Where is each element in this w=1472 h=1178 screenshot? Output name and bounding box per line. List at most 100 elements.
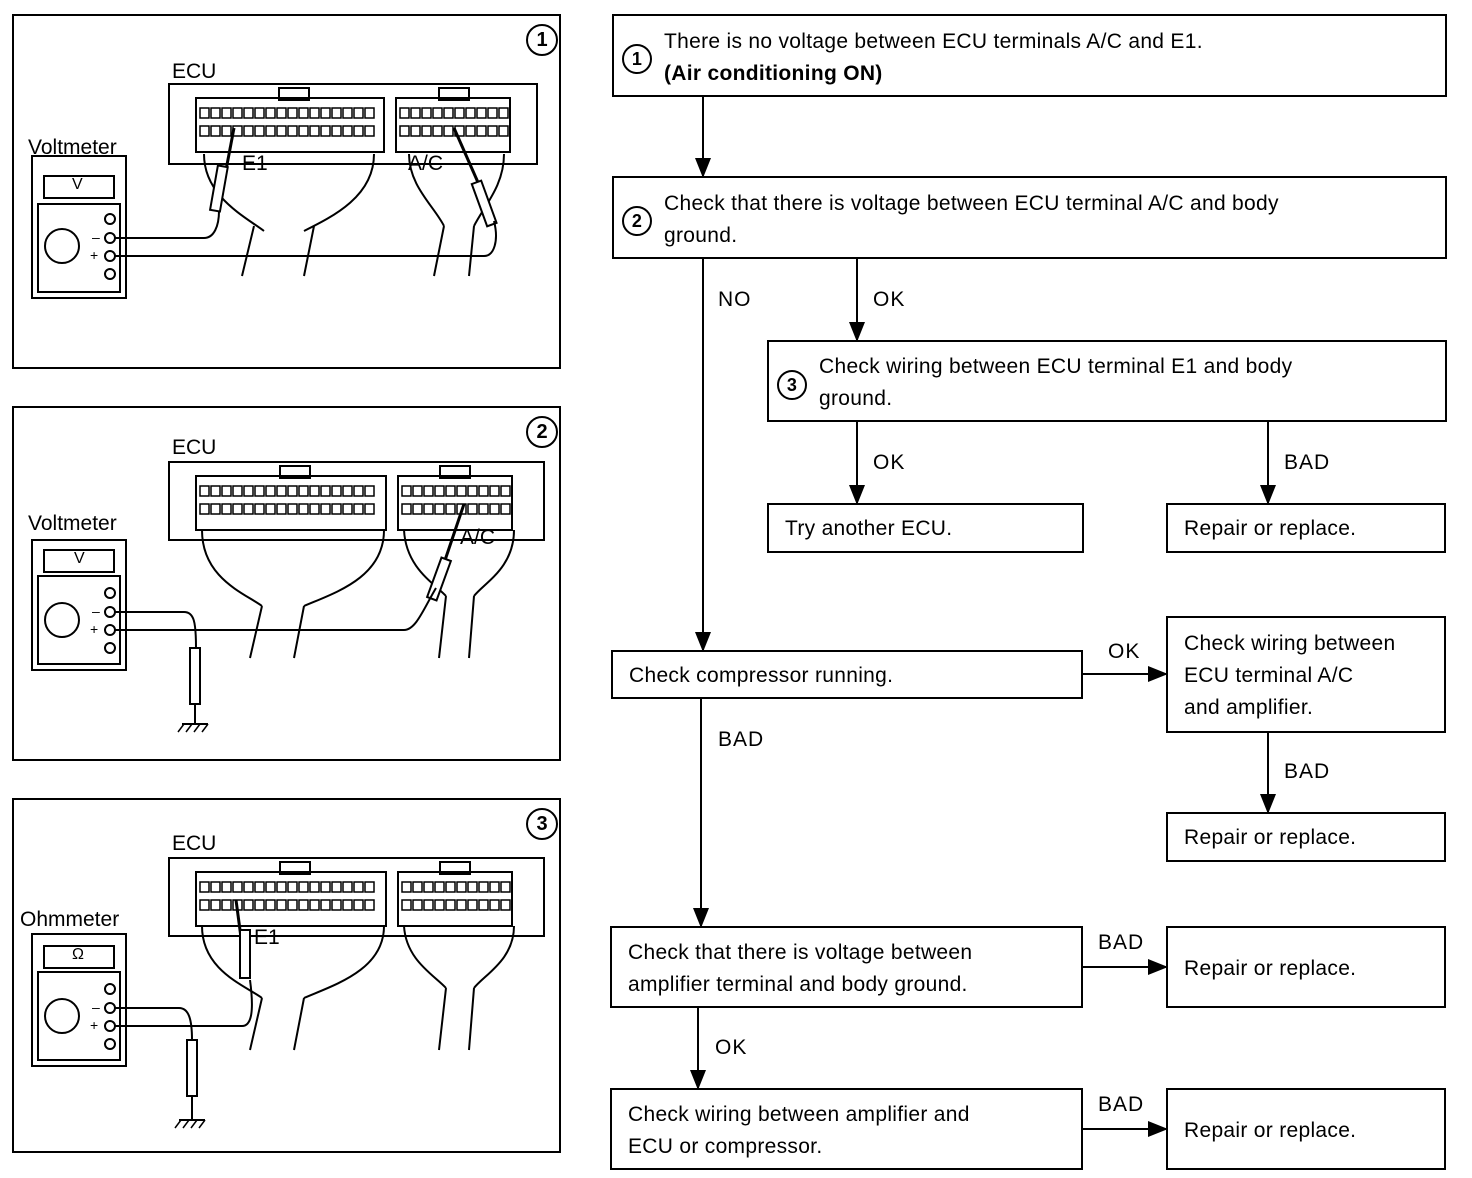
connector-pin: [210, 503, 221, 515]
connector-pin: [254, 899, 265, 911]
panel-2-illustration: – +: [31, 461, 545, 733]
connector-pin: [467, 503, 478, 515]
label-ok-step2: OK: [873, 288, 906, 311]
connector-pin: [443, 107, 454, 119]
connector-pin: [331, 107, 342, 119]
panel-3-meter-symbol: Ω: [72, 946, 84, 963]
label-no: NO: [718, 288, 752, 311]
step-3-box: 3 Check wiring between ECU terminal E1 a…: [767, 340, 1447, 422]
connector-pin: [232, 881, 243, 893]
connector-pin: [423, 881, 434, 893]
connector-pin: [199, 899, 210, 911]
connector-pin: [443, 125, 454, 137]
connector-pin: [489, 485, 500, 497]
connector-pin: [309, 503, 320, 515]
connector-pin: [232, 107, 243, 119]
label-ok-step3: OK: [873, 451, 906, 474]
connector-pin: [243, 125, 254, 137]
connector-pin: [410, 125, 421, 137]
connector-pin: [401, 881, 412, 893]
connector-pin: [243, 881, 254, 893]
connector-pin: [210, 899, 221, 911]
repair-box-3: Repair or replace.: [1166, 926, 1446, 1008]
connector-pin: [364, 503, 375, 515]
amp-voltage-line2: amplifier terminal and body ground.: [628, 973, 968, 996]
connector-pin: [309, 125, 320, 137]
label-bad-compressor: BAD: [718, 728, 765, 751]
connector-pin: [500, 485, 511, 497]
connector-pin: [342, 503, 353, 515]
step-2-number: 2: [622, 206, 652, 236]
connector-pin: [221, 125, 232, 137]
connector-pin: [434, 503, 445, 515]
connector-pin: [498, 107, 509, 119]
connector-pin: [456, 881, 467, 893]
connector-pin: [423, 899, 434, 911]
connector-pin: [445, 899, 456, 911]
connector-pin: [434, 899, 445, 911]
connector-pin: [243, 503, 254, 515]
label-bad-wiring-2: BAD: [1098, 1093, 1145, 1116]
connector-pin: [445, 503, 456, 515]
connector-pin: [331, 881, 342, 893]
connector-pin: [287, 125, 298, 137]
connector-pin: [467, 881, 478, 893]
connector-pin: [287, 899, 298, 911]
repair-box-2: Repair or replace.: [1166, 812, 1446, 862]
connector-pin: [210, 881, 221, 893]
connector-pin: [487, 107, 498, 119]
connector-pin: [276, 485, 287, 497]
connector-pin: [353, 107, 364, 119]
label-bad-step3: BAD: [1284, 451, 1331, 474]
panel-1-meter-label: Voltmeter: [28, 136, 117, 159]
connector-pin: [254, 485, 265, 497]
diagram-panel-2: – + 2 ECU Voltmeter V A/C: [12, 406, 561, 761]
connector-pin: [476, 125, 487, 137]
connector-pin: [401, 899, 412, 911]
connector-pin: [276, 899, 287, 911]
connector-pin: [298, 503, 309, 515]
connector-pin: [412, 881, 423, 893]
connector-pin: [320, 503, 331, 515]
panel-2-ecu-label: ECU: [172, 436, 217, 459]
repair-text-3: Repair or replace.: [1184, 957, 1357, 980]
step-3-number: 3: [777, 370, 807, 400]
panel-1-terminal-ac: A/C: [408, 152, 444, 175]
step-1-condition: (Air conditioning ON): [664, 62, 883, 85]
connector-pin: [199, 125, 210, 137]
connector-pin: [500, 881, 511, 893]
connector-pin: [320, 881, 331, 893]
repair-text-1: Repair or replace.: [1184, 517, 1357, 540]
connector-pin: [320, 125, 331, 137]
connector-pin: [399, 125, 410, 137]
repair-text-4: Repair or replace.: [1184, 1119, 1357, 1142]
connector-pin: [412, 485, 423, 497]
step-3-text-line2: ground.: [819, 387, 893, 410]
connector-pin: [298, 107, 309, 119]
svg-text:+: +: [90, 1017, 98, 1033]
connector-pin: [221, 107, 232, 119]
connector-pin: [276, 125, 287, 137]
connector-pin: [364, 125, 375, 137]
connector-pin: [465, 107, 476, 119]
connector-pin: [342, 881, 353, 893]
connector-pin: [276, 503, 287, 515]
connector-pin: [254, 503, 265, 515]
step-1-text: There is no voltage between ECU terminal…: [664, 30, 1203, 53]
panel-1-illustration: – +: [31, 83, 538, 299]
connector-pin: [287, 485, 298, 497]
connector-pin: [432, 125, 443, 137]
connector-pin: [478, 899, 489, 911]
connector-pin: [401, 485, 412, 497]
label-ok-amp: OK: [715, 1036, 748, 1059]
connector-pin: [353, 503, 364, 515]
step-2-box: 2 Check that there is voltage between EC…: [612, 176, 1447, 259]
panel-3-ecu-label: ECU: [172, 832, 217, 855]
connector-pin: [465, 125, 476, 137]
connector-pin: [456, 485, 467, 497]
connector-pin: [421, 125, 432, 137]
panel-3-illustration: – +: [31, 857, 545, 1129]
connector-pin: [445, 485, 456, 497]
connector-pin: [221, 485, 232, 497]
